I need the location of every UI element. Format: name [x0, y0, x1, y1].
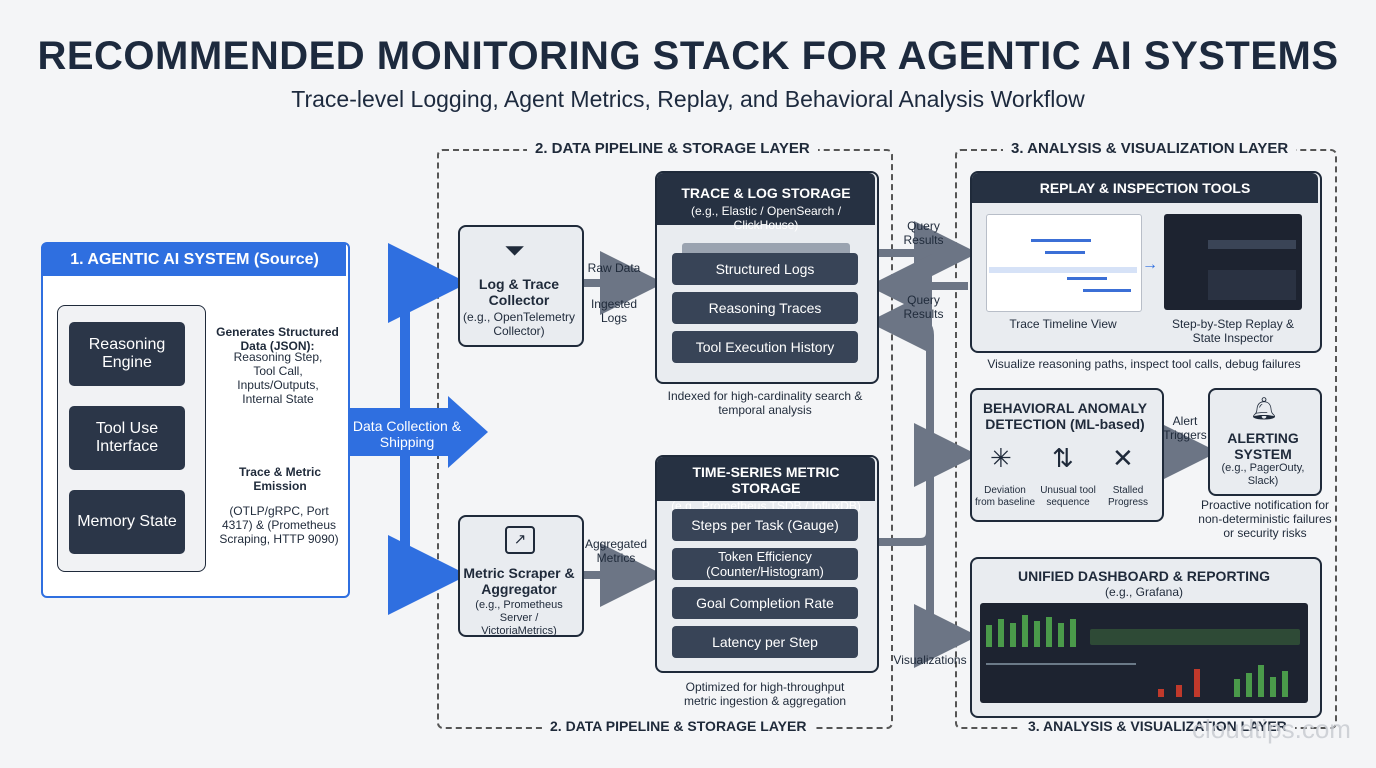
watermark: cloudtips.com: [1192, 714, 1351, 744]
pipeline-layer-label-top: 2. DATA PIPELINE & STORAGE LAYER: [527, 140, 818, 157]
analysis-layer-label-bottom: 3. ANALYSIS & VISUALIZATION LAYER: [1020, 718, 1295, 734]
metric-storage-title: TIME-SERIES METRIC STORAGE: [692, 464, 840, 496]
dashboard-title: UNIFIED DASHBOARD & REPORTING: [1017, 568, 1270, 584]
aggregated-metrics-label: Aggregated Metrics: [584, 537, 648, 565]
log-storage-note: Indexed for high-cardinality search & te…: [667, 389, 863, 417]
inspector-label: Step-by-Step Replay & State Inspector: [1171, 317, 1295, 345]
tool-execution-history: Tool Execution History: [672, 331, 858, 363]
collector-title: Log & Trace Collector: [478, 276, 560, 308]
metric-storage-header: TIME-SERIES METRIC STORAGE (e.g., Promet…: [657, 457, 875, 513]
source-header: 1. AGENTIC AI SYSTEM (Source): [43, 244, 346, 276]
replay-header: REPLAY & INSPECTION TOOLS: [972, 173, 1318, 203]
timeline-label: Trace Timeline View: [1009, 317, 1117, 331]
filter-icon: ⏷: [504, 235, 525, 265]
replay-note: Visualize reasoning paths, inspect tool …: [987, 357, 1301, 371]
alerting-panel: [1208, 388, 1322, 496]
state-inspector-thumbnail: [1164, 214, 1302, 310]
shipping-label: Data Collection & Shipping: [352, 418, 462, 450]
alerting-sub: (e.g., PagerOuty, Slack): [1221, 462, 1305, 487]
token-efficiency: Token Efficiency (Counter/Histogram): [672, 548, 858, 580]
scraper-title: Metric Scraper & Aggregator: [463, 565, 575, 597]
memory-state: Memory State: [69, 490, 185, 554]
tool-use-interface: Tool Use Interface: [69, 406, 185, 470]
emission-protocols: (OTLP/gRPC, Port 4317) & (Prometheus Scr…: [219, 504, 339, 546]
bell-icon: 🔔︎: [1250, 396, 1278, 421]
analysis-layer-label-top: 3. ANALYSIS & VISUALIZATION LAYER: [1003, 140, 1297, 157]
trace-timeline-thumbnail: [986, 214, 1142, 312]
anomaly-title: BEHAVIORAL ANOMALY DETECTION (ML-based): [982, 400, 1148, 432]
chart-line-icon: ↗: [505, 526, 535, 554]
reasoning-traces: Reasoning Traces: [672, 292, 858, 324]
structured-logs: Structured Logs: [672, 253, 858, 285]
metric-storage-note: Optimized for high-throughput metric ing…: [683, 680, 847, 708]
anomaly-panel: [970, 388, 1164, 522]
raw-data-label: Raw Data: [587, 261, 641, 275]
unusual-sequence-label: Unusual tool sequence: [1040, 485, 1096, 508]
steps-per-task: Steps per Task (Gauge): [672, 509, 858, 541]
log-storage-sub: (e.g., Elastic / OpenSearch / ClickHouse…: [690, 204, 842, 232]
dashboard-sub: (e.g., Grafana): [1104, 585, 1184, 599]
query-results-label-2: Query Results: [903, 293, 944, 321]
trace-metric-emission: Trace & Metric Emission: [238, 465, 322, 493]
deviation-label: Deviation from baseline: [974, 485, 1036, 508]
pipeline-layer-label-bottom: 2. DATA PIPELINE & STORAGE LAYER: [542, 718, 815, 734]
reasoning-engine: Reasoning Engine: [69, 322, 185, 386]
alerting-note: Proactive notification for non-determini…: [1198, 498, 1332, 540]
log-trace-collector: [458, 225, 584, 347]
alerting-title: ALERTING SYSTEM: [1227, 430, 1299, 462]
sequence-icon: ⇅: [1052, 443, 1074, 473]
visualizations-label: Visualizations: [893, 653, 967, 667]
goal-completion-rate: Goal Completion Rate: [672, 587, 858, 619]
alert-triggers-label: Alert Triggers: [1163, 414, 1207, 442]
scraper-sub: (e.g., Prometheus Server / VictoriaMetri…: [475, 599, 563, 637]
ingested-logs-label: Ingested Logs: [590, 297, 638, 325]
query-results-label-1: Query Results: [903, 219, 944, 247]
collector-sub: (e.g., OpenTelemetry Collector): [462, 310, 576, 338]
log-storage-header: TRACE & LOG STORAGE (e.g., Elastic / Ope…: [657, 173, 875, 232]
latency-per-step: Latency per Step: [672, 626, 858, 658]
burst-icon: ✳: [990, 443, 1012, 473]
stalled-progress-label: Stalled Progress: [1107, 485, 1148, 508]
converge-icon: ✕: [1112, 443, 1134, 473]
arrow-right-icon: →: [1142, 256, 1158, 273]
page-subtitle: Trace-level Logging, Agent Metrics, Repl…: [291, 86, 1085, 112]
page-title: RECOMMENDED MONITORING STACK FOR AGENTIC…: [37, 34, 1339, 78]
metric-scraper: [458, 515, 584, 637]
shipping-arrow: [346, 396, 488, 468]
dashboard-thumbnail: [980, 603, 1308, 703]
generates-items: Reasoning Step, Tool Call, Inputs/Output…: [233, 350, 323, 406]
log-storage-title: TRACE & LOG STORAGE: [681, 185, 851, 201]
generates-structured-data: Generates Structured Data (JSON):: [216, 325, 339, 353]
